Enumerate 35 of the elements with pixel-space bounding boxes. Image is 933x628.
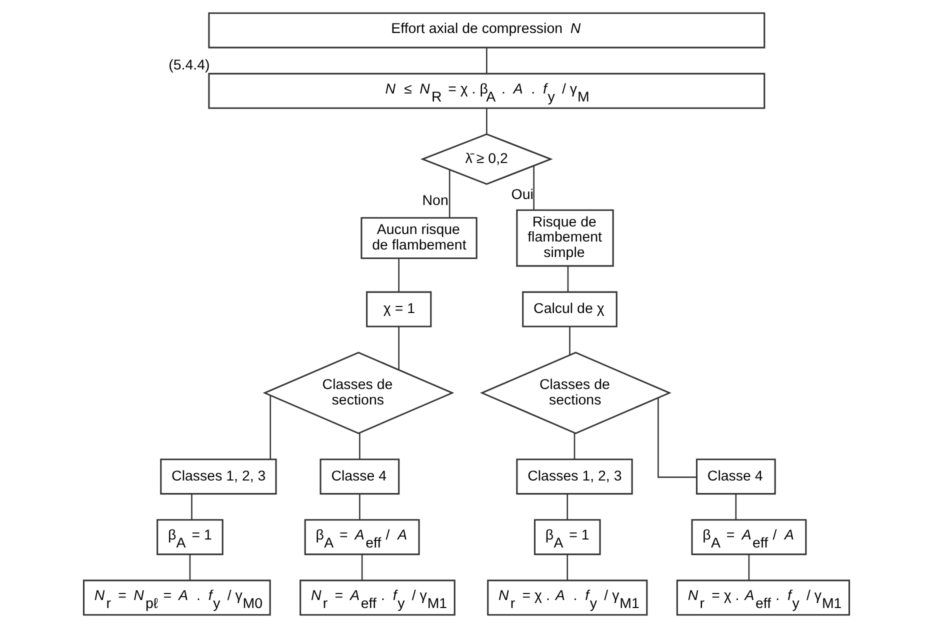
connector <box>533 166 534 210</box>
connector <box>398 326 400 370</box>
node-diamond: Classes de sections <box>262 352 454 434</box>
connector <box>361 554 363 580</box>
connector <box>270 396 272 460</box>
node-box: Effort axial de compression N <box>208 12 766 48</box>
node-box: Classes 1, 2, 3 <box>160 458 277 495</box>
connector <box>748 554 750 580</box>
node-box: Classes 1, 2, 3 <box>516 458 633 495</box>
connector <box>398 258 400 292</box>
connector <box>191 494 192 520</box>
connector <box>567 266 569 292</box>
connector <box>189 554 191 580</box>
node-box: Risque de flambement simple <box>516 209 614 267</box>
node-box: Classe 4 <box>696 458 776 495</box>
connector <box>566 494 568 520</box>
connector <box>486 48 488 74</box>
node-box: Calcul de χ <box>522 291 618 328</box>
node-box: Classe 4 <box>320 458 400 495</box>
connector <box>448 170 450 218</box>
connector <box>658 398 697 478</box>
edge-label: Non <box>422 193 448 210</box>
connector <box>569 326 570 355</box>
connector <box>486 108 488 134</box>
connector <box>566 554 568 580</box>
node-label: (5.4.4) <box>168 58 210 74</box>
node-box: χ = 1 <box>366 291 432 328</box>
node-box: Aucun risque de flambement <box>360 217 478 259</box>
edge-label: Oui <box>511 187 534 204</box>
connector <box>574 432 576 460</box>
node-diamond: Classes de sections <box>480 352 672 434</box>
connector <box>735 494 737 520</box>
connector <box>359 494 360 520</box>
connector <box>359 432 360 460</box>
node-diamond: λ̄ ≥ 0,2 <box>420 133 553 185</box>
